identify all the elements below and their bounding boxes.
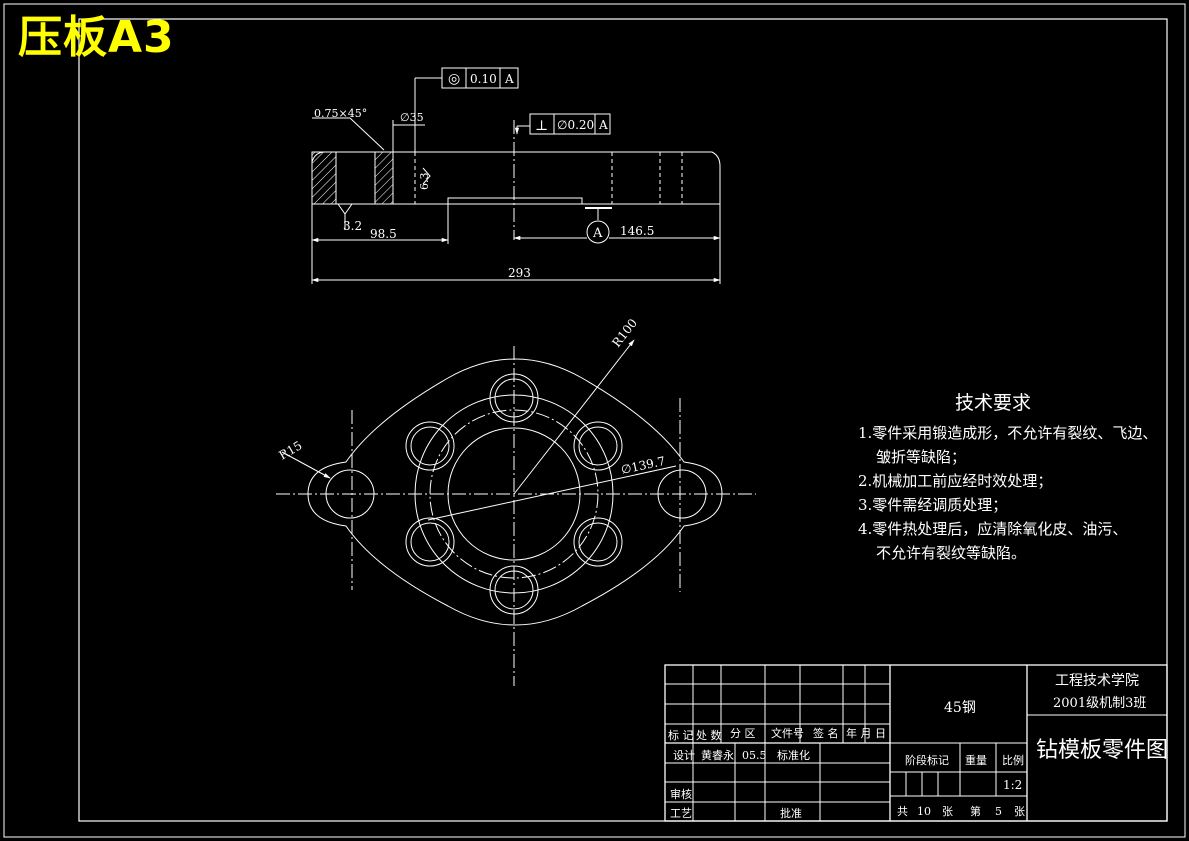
tol2-datum: A (598, 118, 608, 132)
tb-designer: 黄睿永 (701, 748, 734, 762)
tb-h-sign: 签 名 (813, 726, 839, 740)
dim-overall: 293 (508, 266, 531, 280)
bolt-hole-6 (405, 421, 455, 471)
tb-h-mark: 标 记 (668, 728, 694, 742)
bolt-hole-5 (405, 517, 455, 567)
dim-datum: A (592, 226, 603, 241)
dim-offset-right: 146.5 (620, 224, 654, 238)
dim-offset-left: 98.5 (370, 227, 397, 241)
sheet-border-inner (78, 18, 1168, 822)
tb-scale: 比例 (1002, 753, 1024, 767)
hatch-right (374, 151, 394, 205)
sheet-title: 压板A3 (18, 12, 175, 63)
datum-a-circle (586, 220, 610, 244)
dim-r100: R100 (609, 316, 640, 350)
tb-h-count: 处 数 (696, 729, 722, 742)
hatch-left (311, 151, 337, 205)
tb-total-sheets: 10 (917, 805, 931, 818)
tol1-symbol: ◎ (448, 71, 460, 87)
tb-scale-value: 1:2 (1003, 778, 1022, 792)
tol1-datum: A (504, 72, 514, 86)
tol1-value: 0.10 (470, 72, 497, 86)
tol2-symbol: ⊥ (535, 118, 548, 134)
tb-school: 工程技术学院 (1055, 673, 1139, 689)
requirement-line: 3.零件需经调质处理； (858, 496, 1008, 514)
tb-review: 审核 (670, 787, 692, 801)
tb-h-docno: 文件号 (771, 726, 804, 740)
plan-view (276, 339, 756, 686)
tb-h-zone: 分 区 (730, 727, 756, 740)
requirement-line: 1.零件采用锻造成形，不允许有裂纹、飞边、 (858, 424, 1158, 442)
tb-weight: 重量 (965, 753, 987, 767)
bolt-hole-3 (573, 517, 623, 567)
dim-r15: R15 (277, 438, 305, 462)
tb-standardize: 标准化 (777, 748, 810, 762)
tb-total-label: 共 (897, 805, 908, 818)
tb-sheet-no: 5 (995, 805, 1002, 818)
tb-class: 2001级机制3班 (1053, 696, 1146, 711)
sheet-border-outer (3, 3, 1186, 838)
tb-approve: 批准 (780, 806, 802, 820)
tb-drawing-name: 钻模板零件图 (1036, 738, 1168, 763)
section-view (311, 77, 721, 284)
tb-nth-label: 第 (970, 804, 981, 818)
tb-material: 45钢 (944, 700, 976, 716)
tb-design-date: 05.5 (742, 749, 767, 762)
tb-design: 设计 (673, 749, 695, 762)
technical-requirements: 技术要求 1.零件采用锻造成形，不允许有裂纹、飞边、 皱折等缺陷； 2.机械加工… (858, 388, 1178, 565)
requirement-line: 4.零件热处理后，应清除氧化皮、油污、 (858, 520, 1128, 538)
dim-roughness-1: 6.3 (418, 173, 431, 191)
tolerance-frame-1 (441, 67, 519, 89)
tb-page-label: 张 (1014, 805, 1025, 818)
requirements-title: 技术要求 (954, 392, 1031, 414)
title-block (664, 664, 1168, 822)
tb-h-date: 年 月 日 (846, 726, 886, 740)
tb-process: 工艺 (670, 807, 692, 820)
dim-bore: ∅35 (400, 111, 424, 124)
requirement-line: 皱折等缺陷； (876, 448, 967, 466)
tb-stage-mark: 阶段标记 (905, 753, 949, 767)
dim-chamfer: 0.75×45° (314, 107, 367, 120)
requirement-line: 2.机械加工前应经时效处理； (858, 472, 1053, 490)
tol2-value: ∅0.20 (557, 118, 594, 132)
tb-sheets-label: 张 (942, 805, 953, 818)
bolt-hole-2 (573, 421, 623, 471)
requirement-line: 不允许有裂纹等缺陷。 (876, 544, 1027, 562)
dim-roughness-2: 3.2 (343, 219, 362, 233)
tolerance-frame-2 (529, 113, 611, 135)
